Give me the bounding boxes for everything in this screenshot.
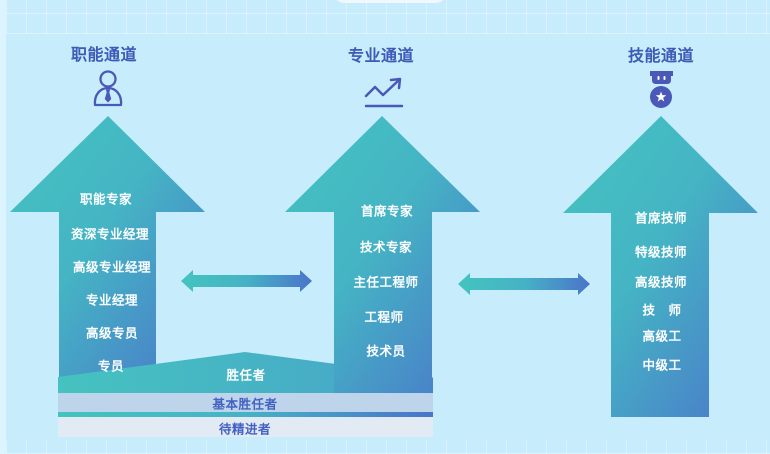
professional-channel-arrow: [285, 116, 480, 393]
basic-competent-label: 基本胜任者: [212, 396, 278, 412]
functional-channel-title: 职能通道: [70, 45, 138, 64]
professional-level: 工程师: [364, 309, 404, 325]
left-margin-strip: [0, 0, 6, 454]
skill-level: 首席技师: [634, 210, 688, 226]
functional-level: 高级专业经理: [72, 259, 152, 275]
functional-level: 高级专员: [85, 325, 139, 341]
competent-platform: [58, 352, 336, 393]
to-improve-label: 待精进者: [218, 421, 272, 437]
functional-level: 资深专业经理: [70, 226, 150, 242]
double-arrow-icon: [181, 270, 312, 292]
professional-level: 首席专家: [360, 203, 414, 219]
medal-icon: [650, 71, 673, 108]
professional-channel-title: 专业通道: [347, 46, 415, 65]
basic-competent-band: [58, 393, 433, 412]
band-divider-line: [58, 412, 433, 417]
skill-level: 特级技师: [634, 244, 688, 260]
background-grid-bottom: [6, 440, 770, 454]
professional-level: 技术专家: [359, 239, 413, 255]
skill-level: 高级工: [642, 328, 682, 344]
functional-channel-arrow: [10, 116, 205, 382]
person-tie-icon: [93, 70, 123, 107]
top-tab-pill: [333, 0, 447, 3]
star-icon: [655, 91, 667, 102]
professional-level: 技术员: [366, 343, 406, 359]
functional-level: 专业经理: [85, 292, 139, 308]
skill-channel-title: 技能通道: [627, 46, 695, 65]
skill-level: 中级工: [642, 357, 682, 373]
skill-channel-arrow: [563, 116, 758, 417]
skill-level: 高级技师: [634, 274, 688, 290]
skill-level: 技 师: [642, 302, 682, 318]
functional-level: 专员: [97, 358, 125, 374]
double-arrow-icon: [458, 273, 590, 295]
professional-level: 主任工程师: [353, 274, 419, 290]
background-grid-top: [6, 0, 770, 34]
competent-label: 胜任者: [226, 367, 266, 383]
trend-up-icon: [364, 77, 404, 108]
to-improve-band: [58, 417, 433, 437]
functional-level: 职能专家: [79, 191, 133, 207]
